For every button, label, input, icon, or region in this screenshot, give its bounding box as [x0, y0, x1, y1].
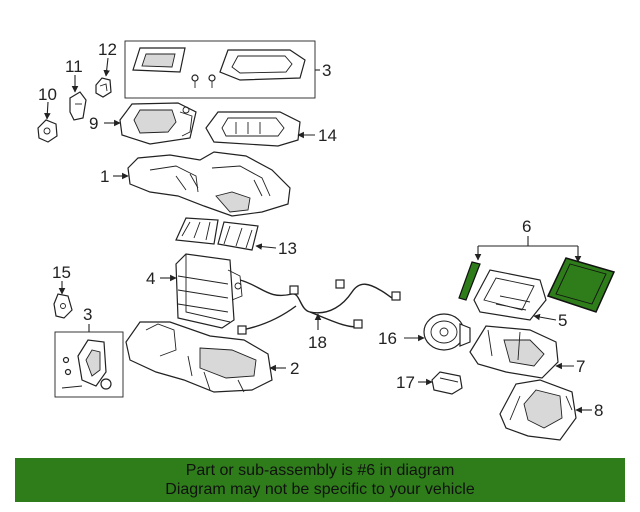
fitment-banner: Part or sub-assembly is #6 in diagram Di…	[15, 458, 625, 502]
callout-12: 12	[98, 40, 117, 59]
part-3-filter-door[interactable]	[132, 47, 306, 88]
part-6-filter-seal[interactable]	[458, 261, 481, 301]
part-15[interactable]	[53, 293, 73, 319]
part-8[interactable]	[499, 379, 577, 441]
callout-2: 2	[290, 359, 299, 378]
part-16-blower-motor[interactable]	[423, 313, 471, 351]
callout-1: 1	[100, 167, 109, 186]
callout-4: 4	[146, 269, 155, 288]
part-9[interactable]	[119, 102, 197, 145]
part-5-filter-housing[interactable]	[473, 269, 547, 321]
callout-8: 8	[594, 401, 603, 420]
part-1-upper-case[interactable]	[127, 151, 291, 217]
callout-6: 6	[522, 217, 531, 236]
callout-18: 18	[308, 333, 327, 352]
callout-3-top: 3	[322, 61, 331, 80]
callout-5: 5	[558, 311, 567, 330]
callout-9: 9	[89, 114, 98, 133]
parts-diagram: 3 12 11 10 9 14	[37, 40, 616, 441]
callout-7: 7	[576, 357, 585, 376]
callout-10: 10	[38, 85, 57, 104]
part-2-lower-case[interactable]	[125, 321, 273, 393]
banner-line-1: Part or sub-assembly is #6 in diagram	[185, 462, 455, 479]
callout-3-lower: 3	[83, 305, 92, 324]
part-10[interactable]	[37, 119, 58, 143]
callout-13: 13	[278, 239, 297, 258]
part-4-heater-core[interactable]	[175, 253, 243, 329]
part-6-cabin-air-filter[interactable]	[458, 257, 616, 313]
callout-11: 11	[65, 57, 83, 76]
callout-14: 14	[318, 126, 337, 145]
part-11[interactable]	[69, 91, 87, 121]
callout-16: 16	[378, 329, 397, 348]
part-18-wiring-harness[interactable]	[237, 279, 401, 335]
part-3-lower[interactable]	[61, 339, 112, 390]
part-13[interactable]	[175, 217, 259, 251]
part-7[interactable]	[469, 325, 559, 379]
callout-17: 17	[396, 373, 415, 392]
part-12[interactable]	[95, 77, 112, 98]
callout-15: 15	[52, 263, 71, 282]
part-14[interactable]	[205, 111, 301, 147]
banner-line-2: Diagram may not be specific to your vehi…	[165, 481, 475, 498]
part-6-filter-element[interactable]	[546, 257, 616, 313]
part-17[interactable]	[431, 371, 463, 395]
